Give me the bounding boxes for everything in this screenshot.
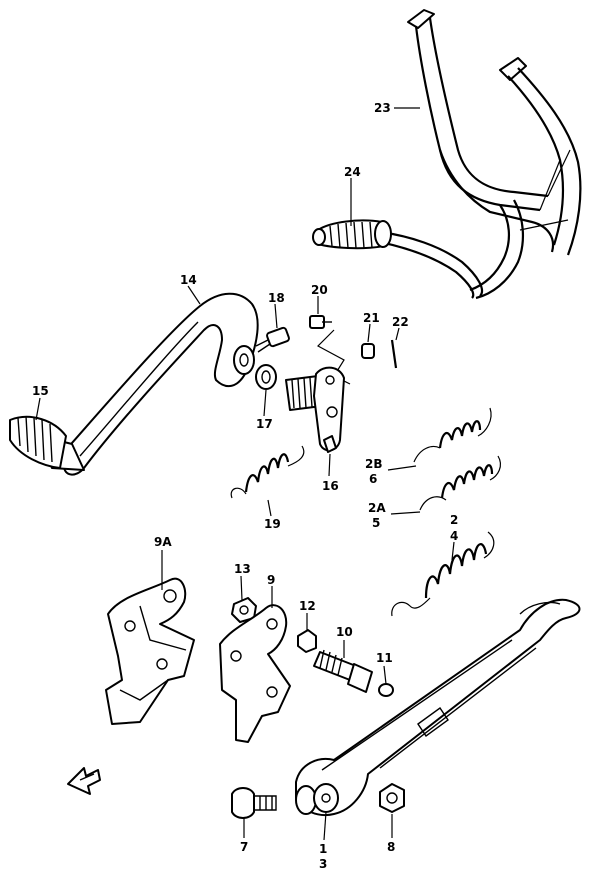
- spring-2: [391, 531, 495, 617]
- center-stand-foot-rubber: [312, 219, 392, 250]
- label-3: 3: [319, 857, 327, 871]
- label-5: 5: [372, 516, 380, 530]
- bracket-9: [219, 604, 291, 743]
- center-stand-frame: [379, 9, 582, 300]
- bracket-9A: [105, 577, 195, 725]
- nut-21: [361, 343, 375, 359]
- label-12: 12: [299, 599, 316, 613]
- label-9: 9: [267, 573, 275, 587]
- front-arrow-icon: [67, 767, 101, 795]
- label-9A: 9A: [154, 535, 172, 549]
- label-18: 18: [268, 291, 285, 305]
- label-16: 16: [322, 479, 339, 493]
- label-1: 1: [319, 842, 327, 856]
- label-2A: 2A: [368, 501, 386, 515]
- label-19: 19: [264, 517, 281, 531]
- label-2B: 2B: [365, 457, 383, 471]
- cap-11: [378, 683, 394, 697]
- washer-17: [255, 364, 277, 390]
- nut-8: [379, 783, 405, 813]
- spring-2B: [413, 407, 492, 463]
- bolt-18: [255, 326, 290, 353]
- label-7: 7: [240, 840, 248, 854]
- label-8: 8: [387, 840, 395, 854]
- label-4: 4: [450, 529, 458, 543]
- label-13: 13: [234, 562, 251, 576]
- kick-start-lever: [39, 292, 259, 476]
- label-6: 6: [369, 472, 377, 486]
- label-15: 15: [32, 384, 49, 398]
- label-14: 14: [180, 273, 197, 287]
- label-24: 24: [344, 165, 361, 179]
- bolt-7: [231, 787, 277, 819]
- label-23: 23: [374, 101, 391, 115]
- nut-12: [297, 629, 317, 653]
- spring-2A: [419, 455, 502, 511]
- label-21: 21: [363, 311, 380, 325]
- label-11: 11: [376, 651, 393, 665]
- part-number-labels: 23 24 14 18 20 21 22 15 17 16 2B 6 2A 5 …: [32, 101, 458, 871]
- kick-shaft-arm: [285, 366, 345, 453]
- kick-lever-rubber: [9, 415, 67, 469]
- label-20: 20: [311, 283, 328, 297]
- label-17: 17: [256, 417, 273, 431]
- spring-19: [230, 445, 305, 499]
- pivot-bolt-10: [313, 649, 373, 693]
- pin-22: [390, 339, 398, 369]
- label-22: 22: [392, 315, 409, 329]
- side-stand: [295, 598, 581, 816]
- label-10: 10: [336, 625, 353, 639]
- label-2: 2: [450, 513, 458, 527]
- leader-lines: [35, 107, 455, 841]
